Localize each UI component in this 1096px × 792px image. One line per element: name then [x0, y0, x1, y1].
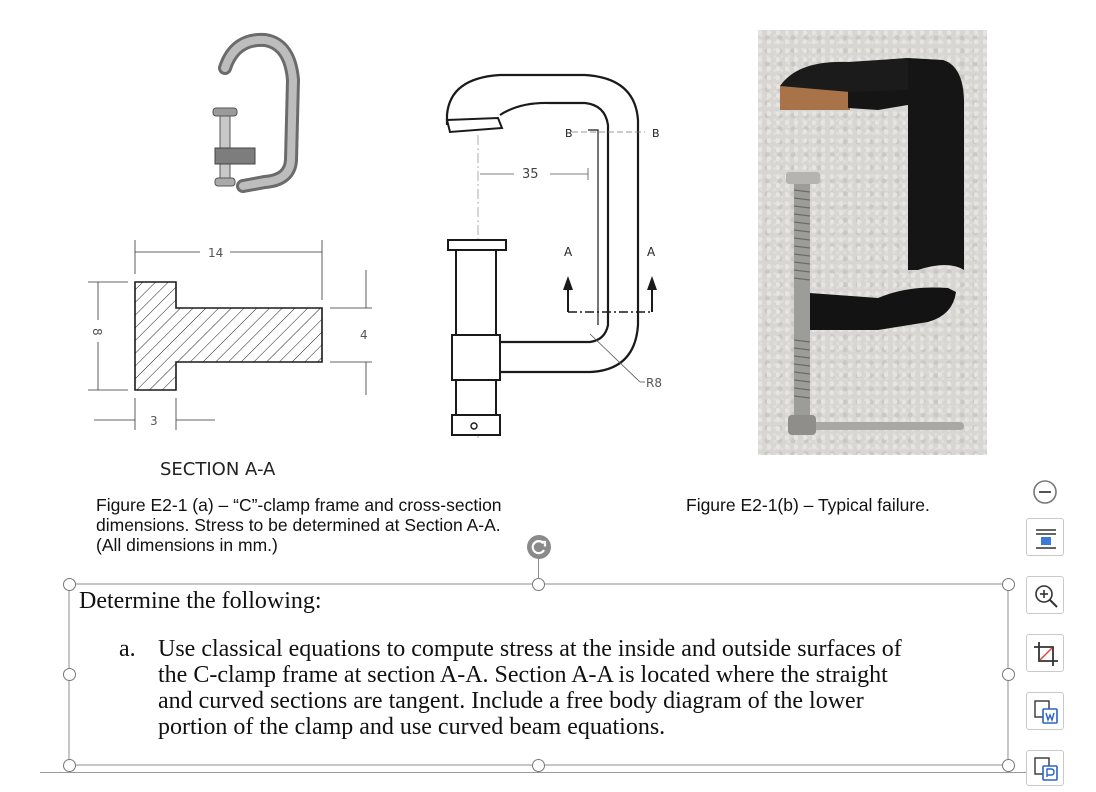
dim-width-label: 14 — [208, 246, 223, 260]
resize-handle-top-left[interactable] — [63, 578, 76, 591]
failure-photo — [758, 30, 987, 455]
collapse-toolbar-button[interactable] — [1031, 478, 1059, 506]
resize-handle-bottom-center[interactable] — [532, 759, 545, 772]
layout-options-button[interactable] — [1026, 518, 1064, 556]
text-box-content[interactable]: Determine the following: a. Use classica… — [79, 587, 999, 740]
rotate-handle[interactable] — [527, 535, 551, 559]
list-item-line-2: the C-clamp frame at section A-A. Sectio… — [158, 662, 888, 688]
broken-clamp-illustration — [780, 58, 964, 435]
dim-35-label: 35 — [522, 167, 539, 182]
crop-button[interactable] — [1026, 634, 1064, 672]
figure-b-caption: Figure E2-1(b) – Typical failure. — [686, 495, 930, 515]
page-bottom-rule — [40, 772, 1040, 773]
zoom-in-icon — [1035, 585, 1058, 608]
list-item-line-4: portion of the clamp and use curved beam… — [158, 714, 666, 740]
picture-to-text-button[interactable] — [1026, 750, 1064, 786]
zoom-in-button[interactable] — [1026, 576, 1064, 614]
dim-flange-label: 4 — [360, 328, 368, 342]
resize-handle-top-right[interactable] — [1002, 578, 1015, 591]
list-item-marker: a. — [119, 636, 136, 662]
crop-icon — [1034, 642, 1058, 666]
caption-a-line-1: Figure E2-1 (a) – “C”-clamp frame and cr… — [96, 495, 502, 515]
convert-to-word-icon — [1034, 700, 1058, 724]
resize-handle-bottom-left[interactable] — [63, 759, 76, 772]
label-a-left: A — [564, 245, 573, 259]
dim-height-label: 8 — [90, 328, 104, 336]
c-clamp-drawing: 35 B B A A R8 — [445, 73, 662, 440]
clamp-3d-thumbnail — [212, 32, 301, 193]
label-b-left: B — [565, 127, 573, 140]
section-a-a-drawing: 14 8 4 3 SECTION A-A — [88, 240, 372, 480]
resize-handle-middle-left[interactable] — [63, 668, 76, 681]
r8-label: R8 — [646, 376, 662, 390]
rotate-handle-stem — [538, 559, 539, 579]
text-box-heading: Determine the following: — [79, 588, 322, 614]
list-item-line-1: Use classical equations to compute stres… — [158, 636, 902, 662]
convert-to-word-button[interactable] — [1026, 692, 1064, 730]
list-item: a. Use classical equations to compute st… — [79, 636, 999, 740]
list-item-line-3: and curved sections are tangent. Include… — [158, 688, 864, 714]
layout-options-icon — [1036, 529, 1056, 549]
rotate-icon — [531, 540, 547, 555]
resize-handle-top-center[interactable] — [532, 578, 545, 591]
caption-a-line-3: (All dimensions in mm.) — [96, 535, 278, 555]
caption-a-line-2: dimensions. Stress to be determined at S… — [96, 515, 501, 535]
picture-to-text-icon — [1034, 757, 1058, 781]
figure-a-caption: Figure E2-1 (a) – “C”-clamp frame and cr… — [96, 495, 616, 555]
collapse-icon — [1033, 480, 1057, 504]
label-a-right: A — [647, 245, 656, 259]
resize-handle-bottom-right[interactable] — [1002, 759, 1015, 772]
label-b-right: B — [652, 127, 660, 140]
dim-web-label: 3 — [150, 414, 158, 428]
section-title: SECTION A-A — [160, 459, 276, 480]
resize-handle-middle-right[interactable] — [1002, 668, 1015, 681]
